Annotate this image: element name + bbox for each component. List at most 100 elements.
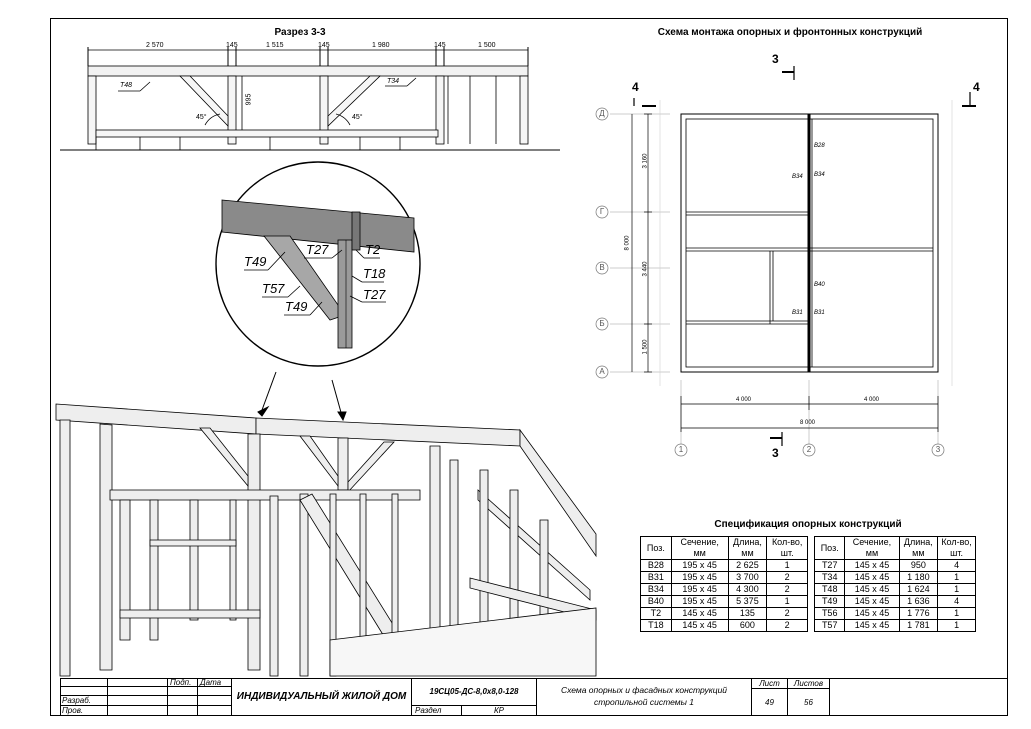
angle-left: 45° [196, 114, 207, 121]
label-t34: T34 [387, 78, 400, 85]
hdim-4000-b: 4 000 [864, 397, 880, 403]
spec-cell-length: 950 [898, 559, 939, 572]
spec-cell-pos: B34 [640, 583, 672, 596]
spec-cell-section: 145 x 45 [844, 571, 900, 584]
detail-label-t18: T18 [363, 266, 386, 281]
spec-cell-length: 1 624 [898, 583, 939, 596]
dim-145-b: 145 [318, 42, 330, 49]
spec-cell-qty: 1 [937, 583, 976, 596]
spec-cell-section: 195 x 45 [670, 559, 729, 572]
cut-mark-3-bottom: 3 [772, 446, 779, 460]
spec-header-length: Длина, мм [727, 536, 768, 560]
spec-cell-section: 195 x 45 [670, 571, 729, 584]
axis-row-b: Б [599, 319, 605, 328]
spec-cell-section: 145 x 45 [844, 607, 900, 620]
spec-cell-qty: 2 [766, 571, 808, 584]
beam-label-b31-a: B31 [792, 310, 803, 316]
spec-cell-qty: 4 [937, 559, 976, 572]
spec-cell-section: 195 x 45 [670, 583, 729, 596]
cut-mark-3-top: 3 [772, 52, 779, 66]
tb-sheet-name-1: Схема опорных и фасадных конструкций [560, 685, 728, 695]
axis-row-a: А [599, 367, 605, 376]
beam-label-b31-b: B31 [814, 310, 825, 316]
spec-cell-pos: T34 [813, 571, 846, 584]
spec-cell-length: 135 [727, 607, 768, 620]
spec-cell-pos: T48 [813, 583, 846, 596]
dim-1515: 1 515 [266, 42, 284, 49]
detail-label-t27-a: T27 [306, 242, 329, 257]
label-t48: T48 [120, 82, 133, 89]
spec-cell-pos: T2 [640, 607, 672, 620]
detail-leaders [244, 249, 386, 316]
tb-sheet-name-2: стропильной системы 1 [594, 697, 694, 707]
spec-table-right: Поз. Сечение, мм Длина, мм Кол-во, шт. T… [813, 536, 976, 632]
dim-145-c: 145 [434, 42, 446, 49]
detail-label-t27-b: T27 [363, 287, 386, 302]
vdim-1500: 1 500 [642, 339, 649, 355]
tb-razrab: Разраб. [60, 696, 108, 706]
spec-cell-length: 1 781 [898, 619, 939, 632]
tb-listov: 56 [788, 689, 830, 716]
drawing-sheet [50, 18, 1008, 716]
hdim-total: 8 000 [800, 420, 816, 426]
detail-arrows [257, 371, 347, 422]
spec-cell-section: 145 x 45 [844, 619, 900, 632]
spec-cell-length: 4 300 [727, 583, 768, 596]
spec-cell-qty: 2 [766, 619, 808, 632]
dim-2570: 2 570 [146, 42, 164, 49]
dim-145-a: 145 [226, 42, 238, 49]
tb-data: Дата [198, 678, 232, 687]
spec-cell-length: 3 700 [727, 571, 768, 584]
spec-cell-qty: 1 [766, 559, 808, 572]
tb-list: 49 [752, 689, 788, 716]
spec-cell-qty: 4 [937, 595, 976, 608]
tb-razdel-label: Раздел [412, 706, 462, 716]
detail-label-t49-b: T49 [285, 299, 308, 314]
spec-cell-length: 1 776 [898, 607, 939, 620]
spec-cell-qty: 1 [766, 595, 808, 608]
spec-cell-section: 195 x 45 [670, 595, 729, 608]
tb-list-label: Лист [752, 678, 788, 689]
spec-title: Спецификация опорных конструкций [714, 519, 902, 530]
angle-right: 45° [352, 114, 363, 121]
spec-cell-pos: T56 [813, 607, 846, 620]
axis-col-1: 1 [678, 445, 684, 454]
spec-cell-qty: 2 [766, 607, 808, 620]
cut-mark-4-right: 4 [973, 80, 980, 94]
axis-row-v: В [599, 263, 605, 272]
spec-cell-section: 145 x 45 [844, 559, 900, 572]
spec-header-length: Длина, мм [898, 536, 939, 560]
axis-col-2: 2 [806, 445, 812, 454]
tb-razdel: КР [462, 706, 537, 716]
spec-cell-qty: 1 [937, 619, 976, 632]
section-3-3-drawing [60, 47, 560, 151]
spec-cell-pos: T57 [813, 619, 846, 632]
spec-cell-length: 5 375 [727, 595, 768, 608]
detail-circle [215, 161, 421, 367]
tb-listov-label: Листов [788, 678, 830, 689]
spec-cell-pos: B40 [640, 595, 672, 608]
axis-col-3: 3 [935, 445, 941, 454]
dim-1500: 1 500 [478, 42, 496, 49]
spec-cell-length: 1 180 [898, 571, 939, 584]
spec-table-left: Поз. Сечение, мм Длина, мм Кол-во, шт. B… [640, 536, 808, 632]
spec-cell-section: 145 x 45 [844, 595, 900, 608]
spec-cell-section: 145 x 45 [670, 619, 729, 632]
hdim-4000-a: 4 000 [736, 397, 752, 403]
dim-995: 995 [245, 93, 253, 106]
spec-cell-section: 145 x 45 [844, 583, 900, 596]
spec-header-pos: Поз. [813, 536, 846, 560]
detail-label-t57: T57 [262, 281, 285, 296]
vdim-total: 8 000 [624, 235, 631, 251]
spec-cell-length: 2 625 [727, 559, 768, 572]
spec-header-qty: Кол-во, шт. [937, 536, 976, 560]
spec-cell-qty: 1 [937, 607, 976, 620]
